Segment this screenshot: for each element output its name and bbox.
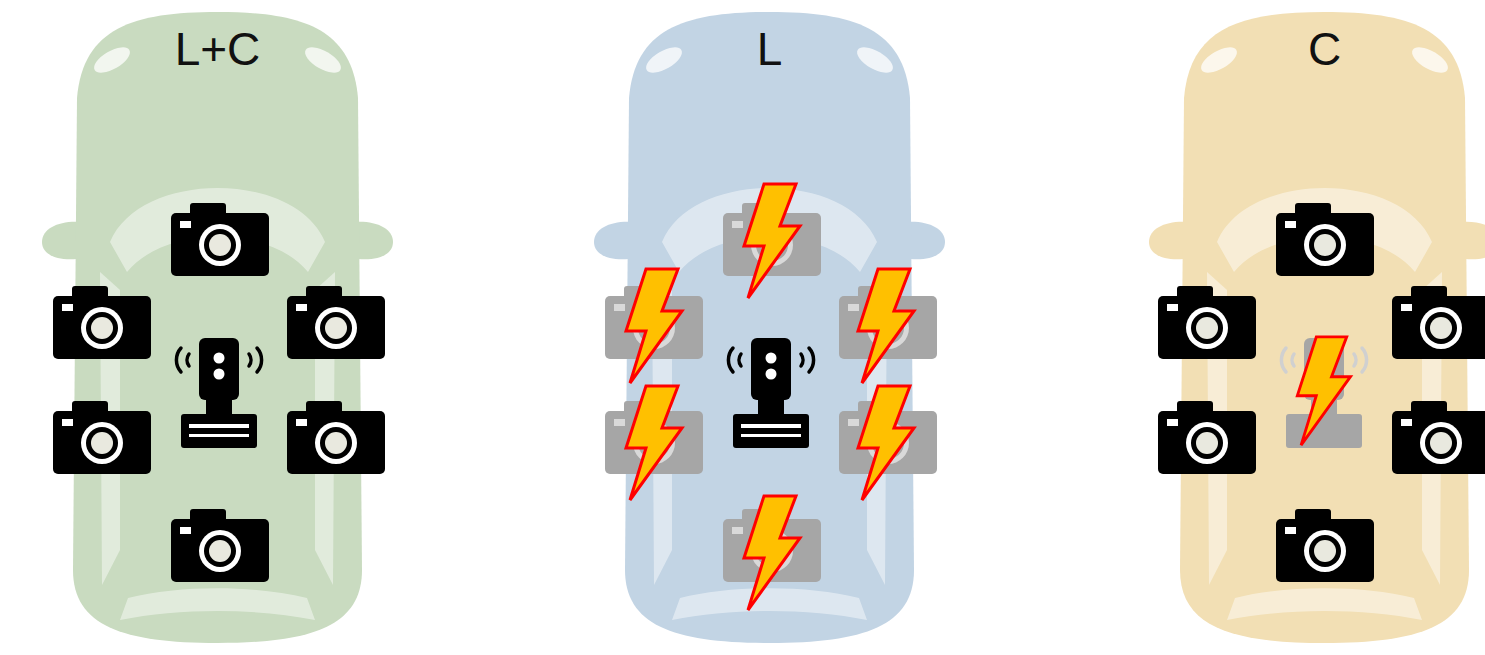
- car-body: [1180, 12, 1469, 643]
- headlight: [90, 42, 134, 78]
- vehicle-silhouette: L+C: [40, 10, 395, 645]
- vehicle-silhouette: C: [1147, 10, 1485, 645]
- side-window: [100, 272, 120, 585]
- car-body: [73, 12, 362, 643]
- headlight: [1197, 42, 1241, 78]
- headlight: [642, 42, 686, 78]
- windshield: [110, 188, 325, 272]
- rear-window: [1227, 588, 1422, 620]
- side-window: [1422, 272, 1442, 585]
- vehicle-label: L: [592, 24, 947, 75]
- headlight: [1408, 42, 1452, 78]
- car-body: [625, 12, 914, 643]
- vehicle-silhouette: L: [592, 10, 947, 645]
- rear-window: [120, 588, 315, 620]
- car-shape: [592, 10, 947, 645]
- side-window: [652, 272, 672, 585]
- side-window: [1207, 272, 1227, 585]
- headlight: [853, 42, 897, 78]
- car-shape: [1147, 10, 1485, 645]
- windshield: [662, 188, 877, 272]
- side-window: [867, 272, 887, 585]
- car-shape: [40, 10, 395, 645]
- rear-window: [672, 588, 867, 620]
- vehicle-label: L+C: [40, 24, 395, 75]
- vehicle-label: C: [1147, 24, 1485, 75]
- headlight: [301, 42, 345, 78]
- windshield: [1217, 188, 1432, 272]
- side-window: [315, 272, 335, 585]
